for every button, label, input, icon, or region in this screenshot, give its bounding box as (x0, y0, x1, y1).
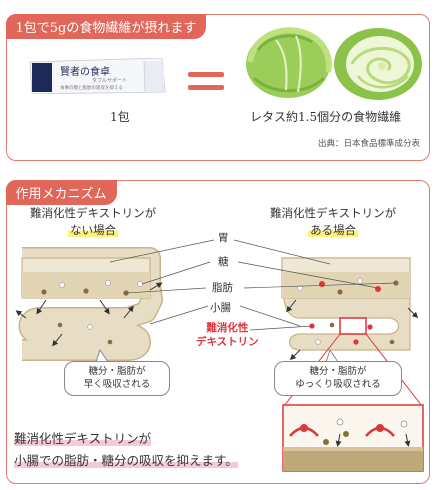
mechanism-conclusion: 難消化性デキストリンが 小腸での脂肪・糖分の吸収を抑えます。 (14, 428, 238, 472)
without-dextrin-title-line2: ない場合 (68, 222, 119, 237)
fast-absorption-line1: 糖分・脂肪が (88, 366, 146, 377)
mechanism-section-tab: 作用メカニズム (5, 179, 117, 205)
label-sugar: 糖 (218, 256, 229, 268)
label-stomach: 胃 (218, 232, 229, 244)
dextrin-label-line2: デキストリン (196, 335, 259, 348)
slow-absorption-line1: 糖分・脂肪が (309, 366, 367, 377)
fiber-section-tab: 1包で5gの食物繊維が摂れます (5, 13, 207, 39)
label-fat: 脂肪 (212, 282, 233, 294)
slow-absorption-line2: ゆっくり吸収される (295, 379, 381, 391)
zoom-detail (282, 404, 424, 472)
conclusion-line2: 小腸での脂肪・糖分の吸収を抑えます。 (14, 452, 238, 468)
lettuce-image (236, 20, 432, 102)
with-dextrin-title: 難消化性デキストリンが ある場合 (270, 205, 396, 238)
with-dextrin-title-line1: 難消化性デキストリンが (270, 206, 397, 220)
fast-absorption-line2: 早く吸収される (83, 379, 151, 391)
right-intestine (281, 257, 419, 361)
leader-lines (109, 239, 397, 331)
product-amount-label: 1包 (110, 110, 130, 124)
product-name-text: 賢者の食卓 (60, 65, 110, 78)
lettuce-equivalent-label: レタス約1.5個分の食物繊維 (250, 110, 402, 124)
label-small-intestine: 小腸 (210, 302, 231, 314)
dextrin-label-line1: 難消化性 (206, 322, 249, 334)
product-sub-text: ダブルサポート (92, 77, 127, 84)
fast-absorption-bubble: 糖分・脂肪が 早く吸収される (64, 361, 170, 396)
product-fine-text: 食事の糖と脂肪の吸収を抑える (60, 84, 123, 91)
dextrin-label: 難消化性 デキストリン (196, 322, 259, 349)
without-dextrin-title-line1: 難消化性デキストリンが (30, 206, 157, 220)
with-dextrin-title-line2: ある場合 (308, 222, 359, 237)
slow-absorption-bubble: 糖分・脂肪が ゆっくり吸収される (274, 361, 402, 396)
left-intestine (15, 247, 163, 361)
conclusion-line1: 難消化性デキストリンが (14, 431, 152, 446)
product-stick-image: 賢者の食卓 ダブルサポート 食事の糖と脂肪の吸収を抑える (28, 58, 166, 94)
without-dextrin-title: 難消化性デキストリンが ない場合 (30, 205, 156, 238)
equals-icon (188, 68, 224, 94)
source-note: 出典：日本食品標準成分表 (317, 139, 420, 149)
